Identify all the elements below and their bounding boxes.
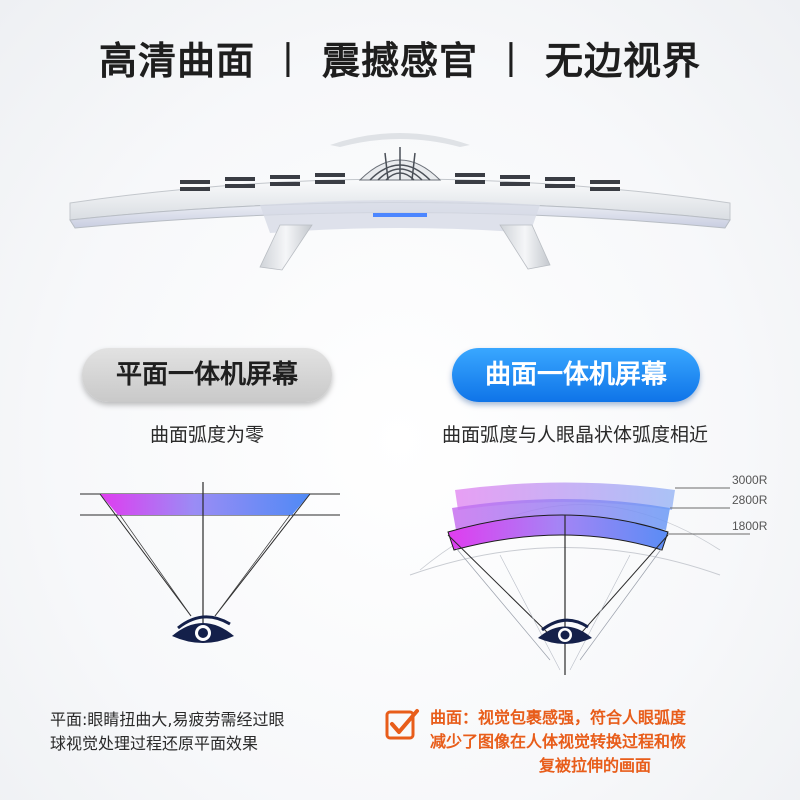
curved-note-line-2: 减少了图像在人体视觉转换过程和恢 — [430, 732, 687, 751]
headline-part-2: 震撼感官 — [321, 39, 478, 83]
flat-screen-diagram — [70, 470, 350, 660]
headline-part-1: 高清曲面 — [98, 39, 255, 83]
headline-part-3: 无边视界 — [545, 39, 702, 83]
flat-screen-subtitle: 曲面弧度为零 — [149, 424, 264, 446]
flat-screen-title-badge: 平面一体机屏幕 — [82, 348, 332, 402]
flat-screen-shape — [100, 494, 310, 515]
flat-note-line-1: 平面:眼睛扭曲大,易疲劳需经过眼 — [50, 710, 285, 729]
radius-label-1800r: 1800R — [732, 519, 768, 533]
curved-screen-1800r — [447, 514, 669, 551]
curved-note-line-1: 曲面：视觉包裹感强，符合人眼弧度 — [430, 708, 687, 727]
monitor-top-view-image — [69, 133, 731, 271]
curved-screen-note: 曲面：视觉包裹感强，符合人眼弧度 减少了图像在人体视觉转换过程和恢 复被拉伸的画… — [430, 706, 760, 778]
curved-screen-title-badge: 曲面一体机屏幕 — [452, 348, 700, 402]
headline-separator-2: 丨 — [492, 39, 532, 83]
curved-screen-diagram: 3000R 2800R 1800R — [400, 460, 780, 690]
curved-note-line-3: 复被拉伸的画面 — [538, 756, 651, 775]
flat-screen-note: 平面:眼睛扭曲大,易疲劳需经过眼 球视觉处理过程还原平面效果 — [50, 708, 370, 756]
curved-screen-subtitle: 曲面弧度与人眼晶状体弧度相近 — [441, 424, 708, 446]
eye-icon — [538, 618, 592, 644]
headline: 高清曲面丨震撼感官丨无边视界 — [0, 30, 800, 85]
curved-monitor-illustration — [60, 125, 740, 275]
radius-label-3000r: 3000R — [732, 473, 768, 487]
checkbox-check-icon — [384, 706, 420, 742]
headline-separator-1: 丨 — [268, 39, 308, 83]
flat-note-line-2: 球视觉处理过程还原平面效果 — [50, 734, 259, 753]
eye-icon — [172, 615, 234, 643]
radius-label-2800r: 2800R — [732, 493, 768, 507]
